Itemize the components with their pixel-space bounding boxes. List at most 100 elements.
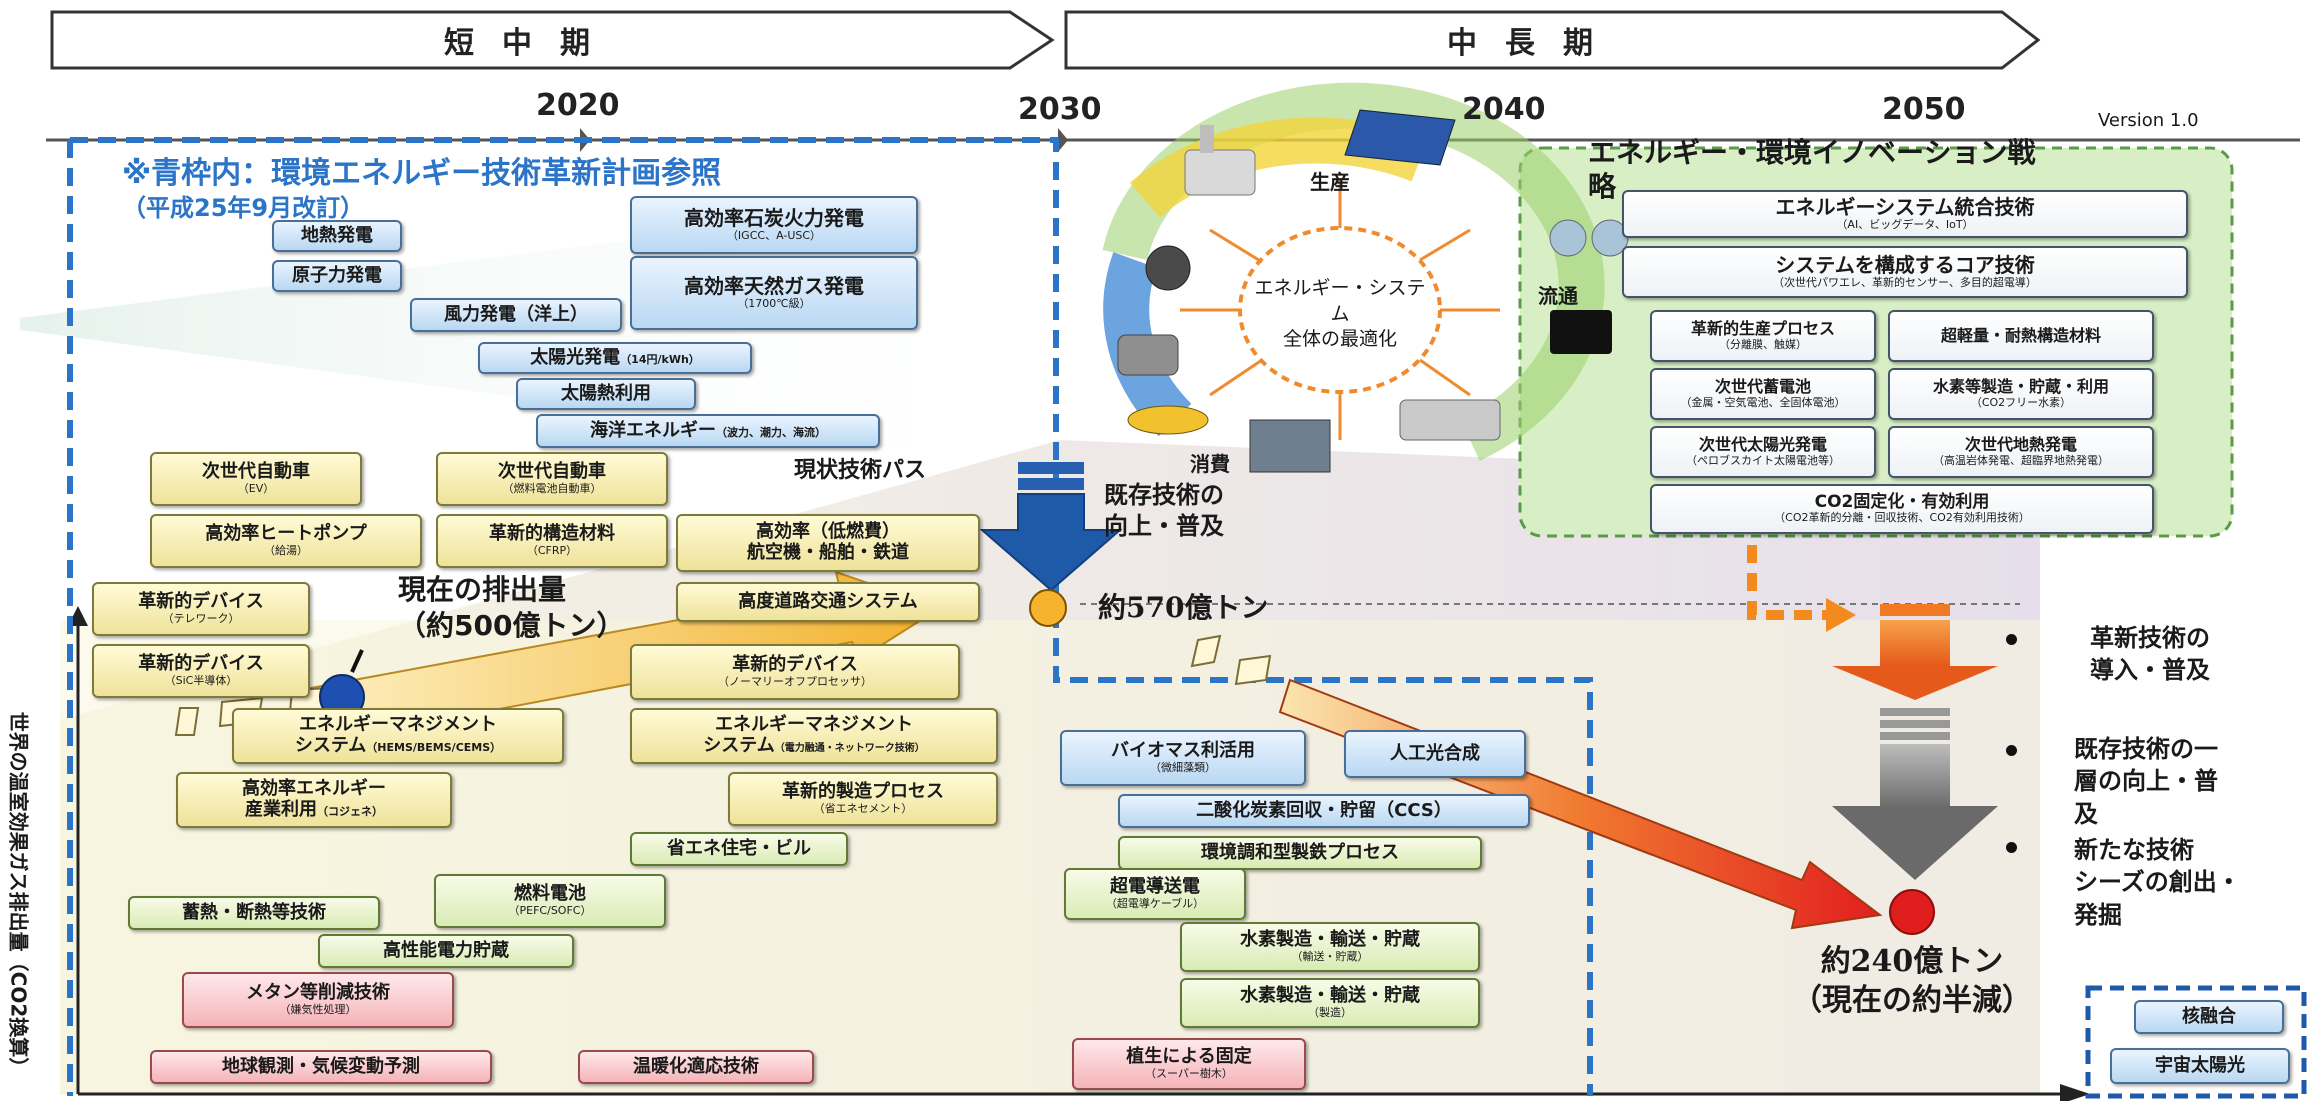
cfrp-box: 革新的構造材料（CFRP） (436, 514, 668, 568)
normallyoff-sub: （ノーマリーオフプロセッサ） (718, 675, 872, 689)
vegetation-box: 植生による固定（スーパー樹木） (1072, 1038, 1306, 1090)
integration-tech-box: エネルギーシステム統合技術 （AI、ビッグデータ、IoT） (1622, 190, 2188, 238)
bullet-innovation: 革新技術の 導入・普及 (2090, 622, 2210, 687)
integration-main: エネルギーシステム統合技術 (1775, 195, 2035, 220)
cfrp-main: 革新的構造材料 (489, 523, 615, 545)
innovation-item-sub: （高温岩体発電、超臨界地熱発電） (1933, 453, 2109, 467)
ccs-label: 二酸化炭素回収・貯留（CCS） (1196, 799, 1452, 821)
earth-observation-label: 地球観測・気候変動予測 (222, 1055, 420, 1077)
bullet-dot (2006, 745, 2017, 756)
year-2030: 2030 (1018, 92, 1102, 127)
methane-main: メタン等削減技術 (246, 982, 390, 1004)
core-tech-box: システムを構成するコア技術 （次世代パワエレ、革新的センサー、多目的超電導） (1622, 246, 2188, 298)
short-term-arrow (50, 10, 1055, 70)
telework-box: 革新的デバイス（テレワーク） (92, 582, 310, 636)
ems2-main: エネルギーマネジメント (715, 714, 913, 736)
pv-box: 太陽光発電（14円/kWh） (478, 342, 752, 374)
power-storage-label: 高性能電力貯蔵 (383, 939, 509, 961)
cycle-pictograms (1117, 109, 1629, 473)
house-box: 省エネ住宅・ビル (630, 832, 848, 866)
cycle-center-line2: 全体の最適化 (1282, 328, 1397, 351)
methane-box: メタン等削減技術（嫌気性処理） (182, 972, 454, 1028)
h2-transport-main: 水素製造・輸送・貯蔵 (1240, 929, 1420, 951)
bullet-dot (2006, 634, 2017, 645)
cogen-box: 高効率エネルギー産業利用（コジェネ） (176, 772, 452, 828)
h2-production-main: 水素製造・輸送・貯蔵 (1240, 985, 1420, 1007)
innovation-item: 超軽量・耐熱構造材料 (1888, 310, 2154, 362)
orange-dashed-arrow (1747, 545, 1830, 620)
value-570-label: 約570億トン (1098, 591, 1269, 624)
sic-box: 革新的デバイス（SiC半導体） (92, 644, 310, 698)
innovation-item-sub: （金属・空気電池、全固体電池） (1680, 395, 1846, 409)
ocean-sub: （波力、潮力、海流） (716, 425, 826, 439)
heatpump-box: 高効率ヒートポンプ（給湯） (150, 514, 422, 568)
innovation-item: 革新的生産プロセス （分離膜、触媒） (1650, 310, 1876, 362)
h2-transport-box: 水素製造・輸送・貯蔵（輸送・貯蔵） (1180, 922, 1480, 972)
bullet-line: 既存技術の一 (2074, 735, 2218, 763)
steel-label: 環境調和型製鉄プロセス (1201, 841, 1399, 863)
existing-tech-arrow (979, 462, 1123, 592)
aviation-line2: 航空機・船舶・鉄道 (747, 542, 909, 563)
fusion-box: 核融合 (2134, 1000, 2284, 1034)
current-emission-line1: 現在の排出量 (398, 573, 567, 606)
nuclear-box: 原子力発電 (272, 260, 402, 292)
marker-570 (1029, 589, 1067, 627)
bullet-dot (2006, 842, 2017, 853)
vegetation-sub: （スーパー樹木） (1145, 1067, 1233, 1081)
current-emission-label: 現在の排出量 （約500億トン） (398, 572, 624, 645)
power-storage-box: 高性能電力貯蔵 (318, 934, 574, 968)
solar-heat-box: 太陽熱利用 (516, 378, 696, 410)
bullet-line: 新たな技術 (2074, 836, 2194, 864)
fusion-label: 核融合 (2182, 1005, 2236, 1027)
orange-down-arrow (1832, 604, 1998, 700)
superconduct-sub: （超電導ケーブル） (1105, 897, 1205, 911)
innovation-item-main: 革新的生産プロセス (1690, 319, 1835, 339)
adaptation-label: 温暖化適応技術 (633, 1055, 759, 1077)
cogen-sub: （コジェネ） (317, 805, 383, 818)
wind-box: 風力発電（洋上） (410, 298, 622, 332)
sic-sub: （SiC半導体） (164, 674, 238, 688)
core-sub: （次世代パワエレ、革新的センサー、多目的超電導） (1773, 276, 2037, 290)
value-240-label: 約240億トン （現在の約半減） (1792, 942, 2032, 1020)
its-box: 高度道路交通システム (676, 582, 980, 622)
gas-sub: （1700℃級） (737, 297, 811, 311)
current-path-label: 現状技術パス (794, 458, 927, 483)
normallyoff-box: 革新的デバイス（ノーマリーオフプロセッサ） (630, 644, 960, 700)
coal-main: 高効率石炭火力発電 (684, 206, 864, 231)
blue-frame-title: ※青枠内：環境エネルギー技術革新計画参照 (122, 156, 722, 191)
fuelcell-box: 燃料電池（PEFC/SOFC） (434, 874, 666, 928)
steel-box: 環境調和型製鉄プロセス (1118, 836, 1482, 870)
gas-box: 高効率天然ガス発電（1700℃級） (630, 256, 918, 330)
biomass-box: バイオマス利活用（微細藻類） (1060, 730, 1306, 786)
innovation-item: 次世代地熱発電 （高温岩体発電、超臨界地熱発電） (1888, 426, 2154, 478)
ems2-box: エネルギーマネジメントシステム（電力融通・ネットワーク技術） (630, 708, 998, 764)
geothermal-label: 地熱発電 (301, 224, 373, 246)
innovation-item-main: 水素等製造・貯蔵・利用 (1932, 377, 2109, 397)
gray-down-arrow (1832, 708, 1998, 880)
earth-observation-box: 地球観測・気候変動予測 (150, 1050, 492, 1084)
innovation-title-line1: エネルギー・環境イノベーション戦 (1588, 136, 2036, 169)
integration-sub: （AI、ビッグデータ、IoT） (1836, 218, 1974, 232)
superconduct-box: 超電導送電（超電導ケーブル） (1064, 868, 1246, 920)
biomass-sub: （微細藻類） (1150, 761, 1216, 775)
ocean-main: 海洋エネルギー (590, 419, 716, 441)
year-2040: 2040 (1462, 92, 1546, 127)
cfrp-sub: （CFRP） (526, 544, 578, 558)
blue-frame-subtitle: （平成25年9月改訂） (122, 194, 365, 222)
nuclear-label: 原子力発電 (292, 264, 382, 286)
year-2020: 2020 (536, 88, 620, 123)
pv-sub: （14円/kWh） (620, 352, 700, 366)
cycle-production-label: 生産 (1310, 170, 1350, 194)
innovation-item: 水素等製造・貯蔵・利用 （CO2フリー水素） (1888, 368, 2154, 420)
artificial-photosynthesis-label: 人工光合成 (1390, 742, 1480, 764)
innovation-item-main: 次世代蓄電池 (1714, 377, 1811, 397)
cogen-line1: 高効率エネルギー (242, 778, 386, 800)
heatpump-sub: （給湯） (264, 544, 308, 558)
innovation-title-line2: 略 (1588, 169, 1617, 203)
fcv-sub: （燃料電池自動車） (502, 482, 602, 496)
short-term-label: 短中期 (444, 26, 618, 61)
manufacturing-sub: （省エネセメント） (813, 802, 913, 816)
house-label: 省エネ住宅・ビル (667, 837, 811, 859)
heatpump-main: 高効率ヒートポンプ (205, 523, 367, 545)
innovation-item: 次世代蓄電池 （金属・空気電池、全固体電池） (1650, 368, 1876, 420)
